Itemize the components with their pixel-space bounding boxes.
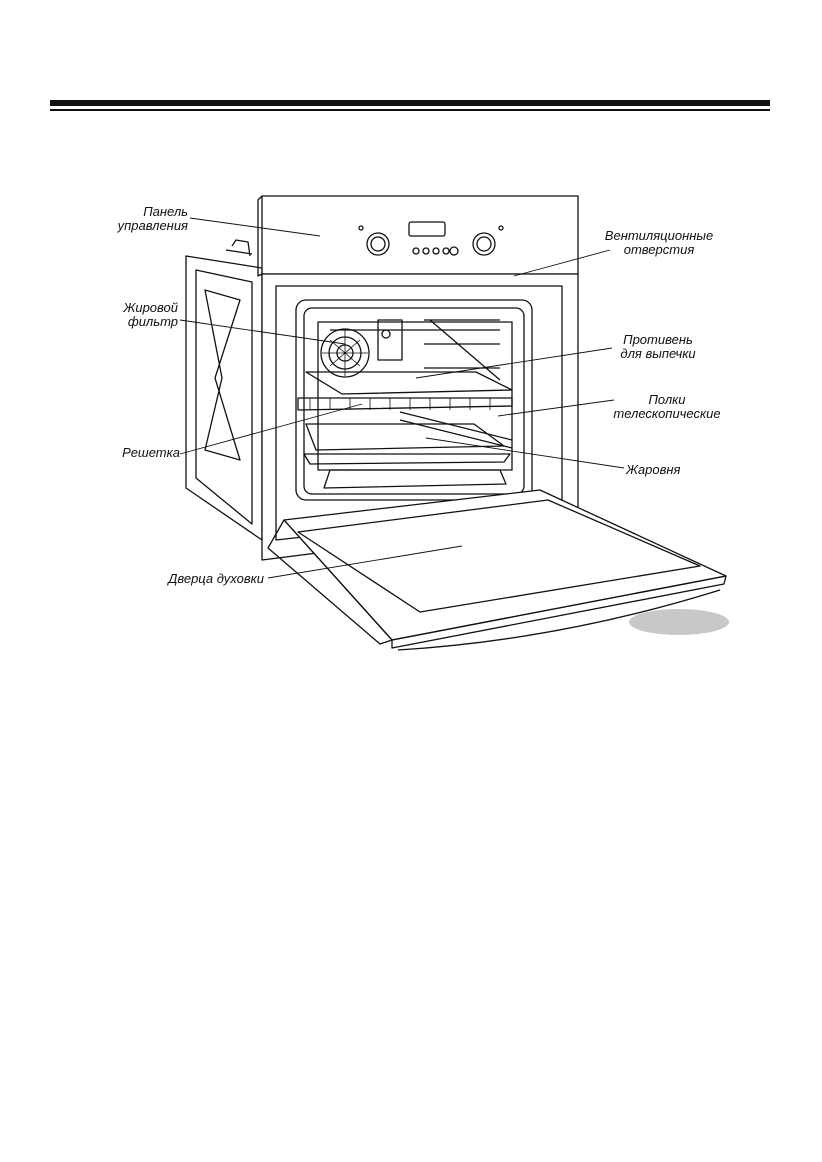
header-rule-thick — [50, 100, 770, 106]
header-rule-thin — [50, 109, 770, 111]
label-oven-door: Дверца духовки — [168, 571, 264, 586]
oven-side-panel — [185, 239, 263, 541]
label-rack: Решетка — [122, 445, 180, 460]
oven-cavity — [297, 319, 513, 489]
grey-badge — [629, 609, 729, 635]
leader-lines — [179, 217, 625, 579]
label-control-panel: Панель управления — [117, 204, 188, 233]
header-rule — [50, 100, 770, 112]
label-baking-tray: Противень для выпечки — [620, 332, 696, 361]
label-roasting-pan: Жаровня — [626, 462, 681, 477]
label-vents: Вентиляционные отверстия — [604, 228, 714, 257]
oven-door — [267, 489, 727, 651]
control-panel-body — [257, 195, 579, 277]
label-shelves: Полки телескопические — [613, 392, 721, 421]
label-grease-filter: Жировой фильтр — [123, 300, 178, 329]
